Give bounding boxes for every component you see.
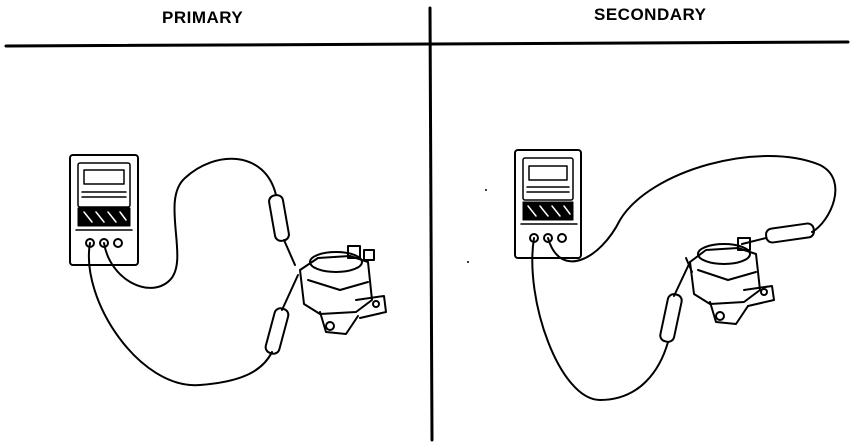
secondary-probe-upper bbox=[741, 222, 815, 245]
primary-ignition-coil bbox=[299, 245, 387, 335]
secondary-multimeter bbox=[514, 149, 582, 259]
primary-lead-lower bbox=[87, 242, 273, 387]
primary-lead-upper bbox=[103, 157, 277, 289]
primary-probe-upper bbox=[268, 194, 296, 266]
secondary-ignition-coil bbox=[685, 237, 775, 325]
secondary-title: SECONDARY bbox=[594, 5, 707, 24]
primary-multimeter bbox=[69, 154, 139, 266]
panel-divider bbox=[428, 6, 434, 442]
speck bbox=[467, 261, 469, 263]
primary-probe-lower bbox=[264, 274, 299, 355]
secondary-lead-lower bbox=[531, 237, 669, 401]
secondary-probe-lower bbox=[659, 261, 691, 343]
header-rule bbox=[4, 40, 850, 48]
speck bbox=[485, 189, 487, 191]
primary-title: PRIMARY bbox=[162, 8, 244, 27]
secondary-lead-upper bbox=[547, 155, 837, 263]
